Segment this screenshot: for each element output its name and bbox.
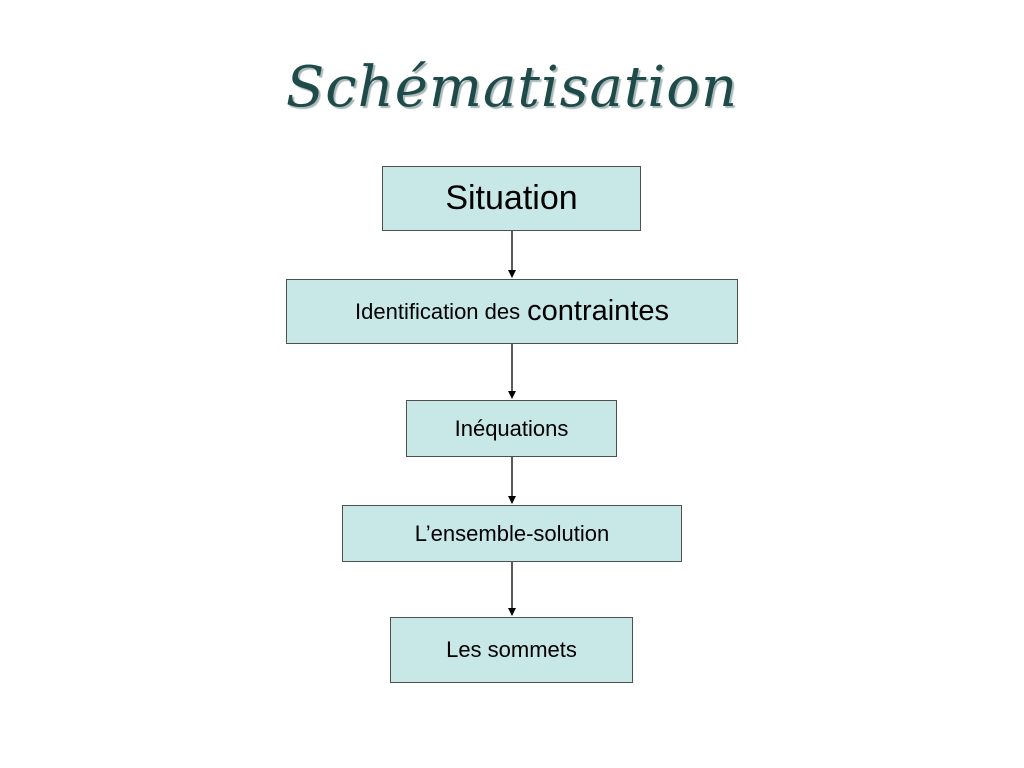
slide-title: Schématisation — [285, 55, 739, 120]
inequations-label: Inéquations — [454, 415, 569, 441]
ensemble-solution-box: L’ensemble-solution — [342, 505, 682, 562]
identification-label-big: contraintes — [527, 295, 669, 327]
sommets-label: Les sommets — [446, 637, 577, 662]
ensemble-solution-label: L’ensemble-solution — [414, 520, 610, 546]
situation-label: Situation — [445, 179, 578, 217]
identification-label-small: Identification des — [355, 298, 521, 324]
situation-box: Situation — [382, 166, 641, 231]
sommets-box: Les sommets — [390, 617, 633, 683]
inequations-box: Inéquations — [406, 400, 617, 457]
identification-box: Identification des contraintes — [286, 279, 738, 344]
